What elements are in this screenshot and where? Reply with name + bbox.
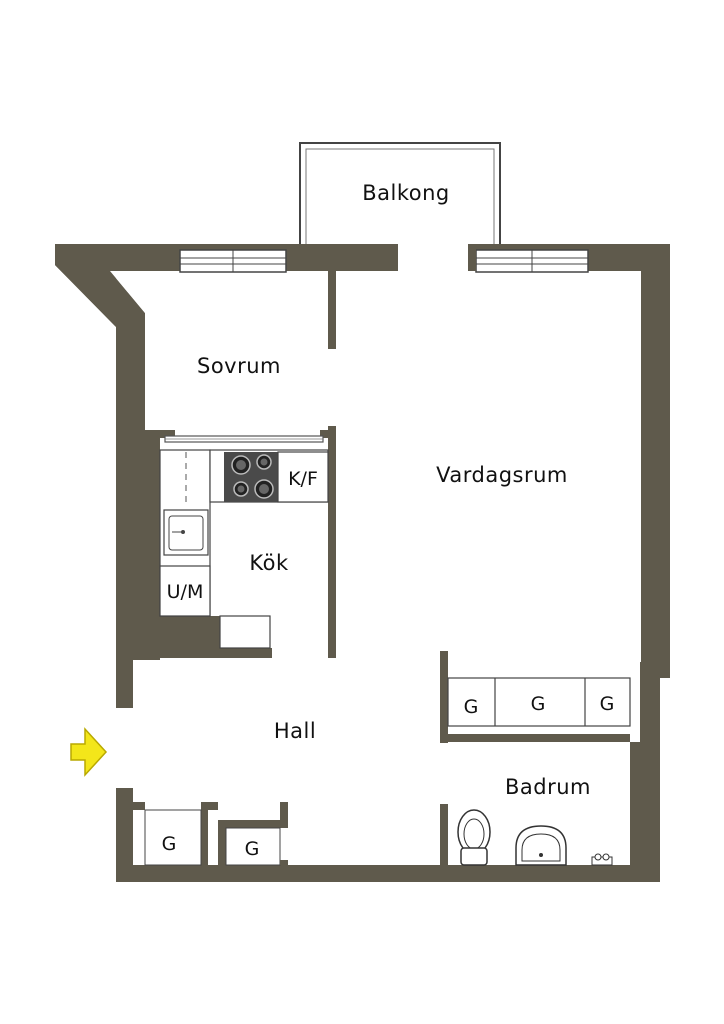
fridge-freezer: K/F: [277, 451, 329, 503]
closet-left-wall: [440, 651, 448, 743]
room-label-bathroom: Badrum: [505, 775, 591, 799]
room-label-kitchen: Kök: [249, 551, 289, 575]
kitchen-left-wall: [145, 438, 160, 618]
living-wardrobes: G G G: [447, 677, 631, 727]
top-wall-balcony: [300, 244, 398, 271]
window-bedroom: [179, 249, 287, 273]
room-label-living-room: Vardagsrum: [436, 463, 568, 487]
left-wall-mass: [55, 244, 300, 700]
stove-icon: [224, 452, 278, 502]
left-mid-wall: [116, 660, 133, 710]
wardrobe-living-2: G: [531, 693, 546, 715]
room-label-hall: Hall: [274, 719, 316, 743]
bathroom-left-wall: [440, 804, 448, 865]
balcony-door-opening: [398, 244, 468, 271]
wardrobe-living-3: G: [600, 693, 615, 715]
bedroom-partition: [328, 271, 336, 349]
kitchen-cabinet: [219, 615, 271, 649]
hall-closet-walls: [116, 788, 288, 865]
kitchen-bottom-wall: [133, 616, 272, 658]
wardrobe-hall-2: G: [245, 838, 260, 860]
faucet-icon: [591, 853, 613, 866]
wardrobe-living-1: G: [464, 696, 479, 718]
oven-microwave: U/M: [159, 565, 211, 617]
entrance-opening: [114, 708, 134, 788]
bathroom-top-wall: [440, 734, 630, 742]
window-living: [475, 249, 589, 273]
room-label-balcony: Balkong: [362, 181, 450, 205]
fridge-freezer-label: K/F: [288, 468, 318, 490]
washbasin-icon: [515, 825, 567, 866]
wardrobe-hall-1: G: [162, 833, 177, 855]
oven-microwave-label: U/M: [167, 581, 204, 603]
bottom-wall: [116, 865, 646, 882]
kitchen-sink-icon: [163, 509, 209, 556]
entrance-arrow-icon: [70, 727, 108, 777]
kitchen-top-wall-left: [145, 430, 175, 438]
balcony: [299, 142, 501, 246]
hall-wardrobes: G G: [144, 809, 288, 866]
toilet-icon: [457, 809, 491, 866]
room-label-bedroom: Sovrum: [197, 354, 281, 378]
kitchen-right-wall: [328, 426, 336, 658]
